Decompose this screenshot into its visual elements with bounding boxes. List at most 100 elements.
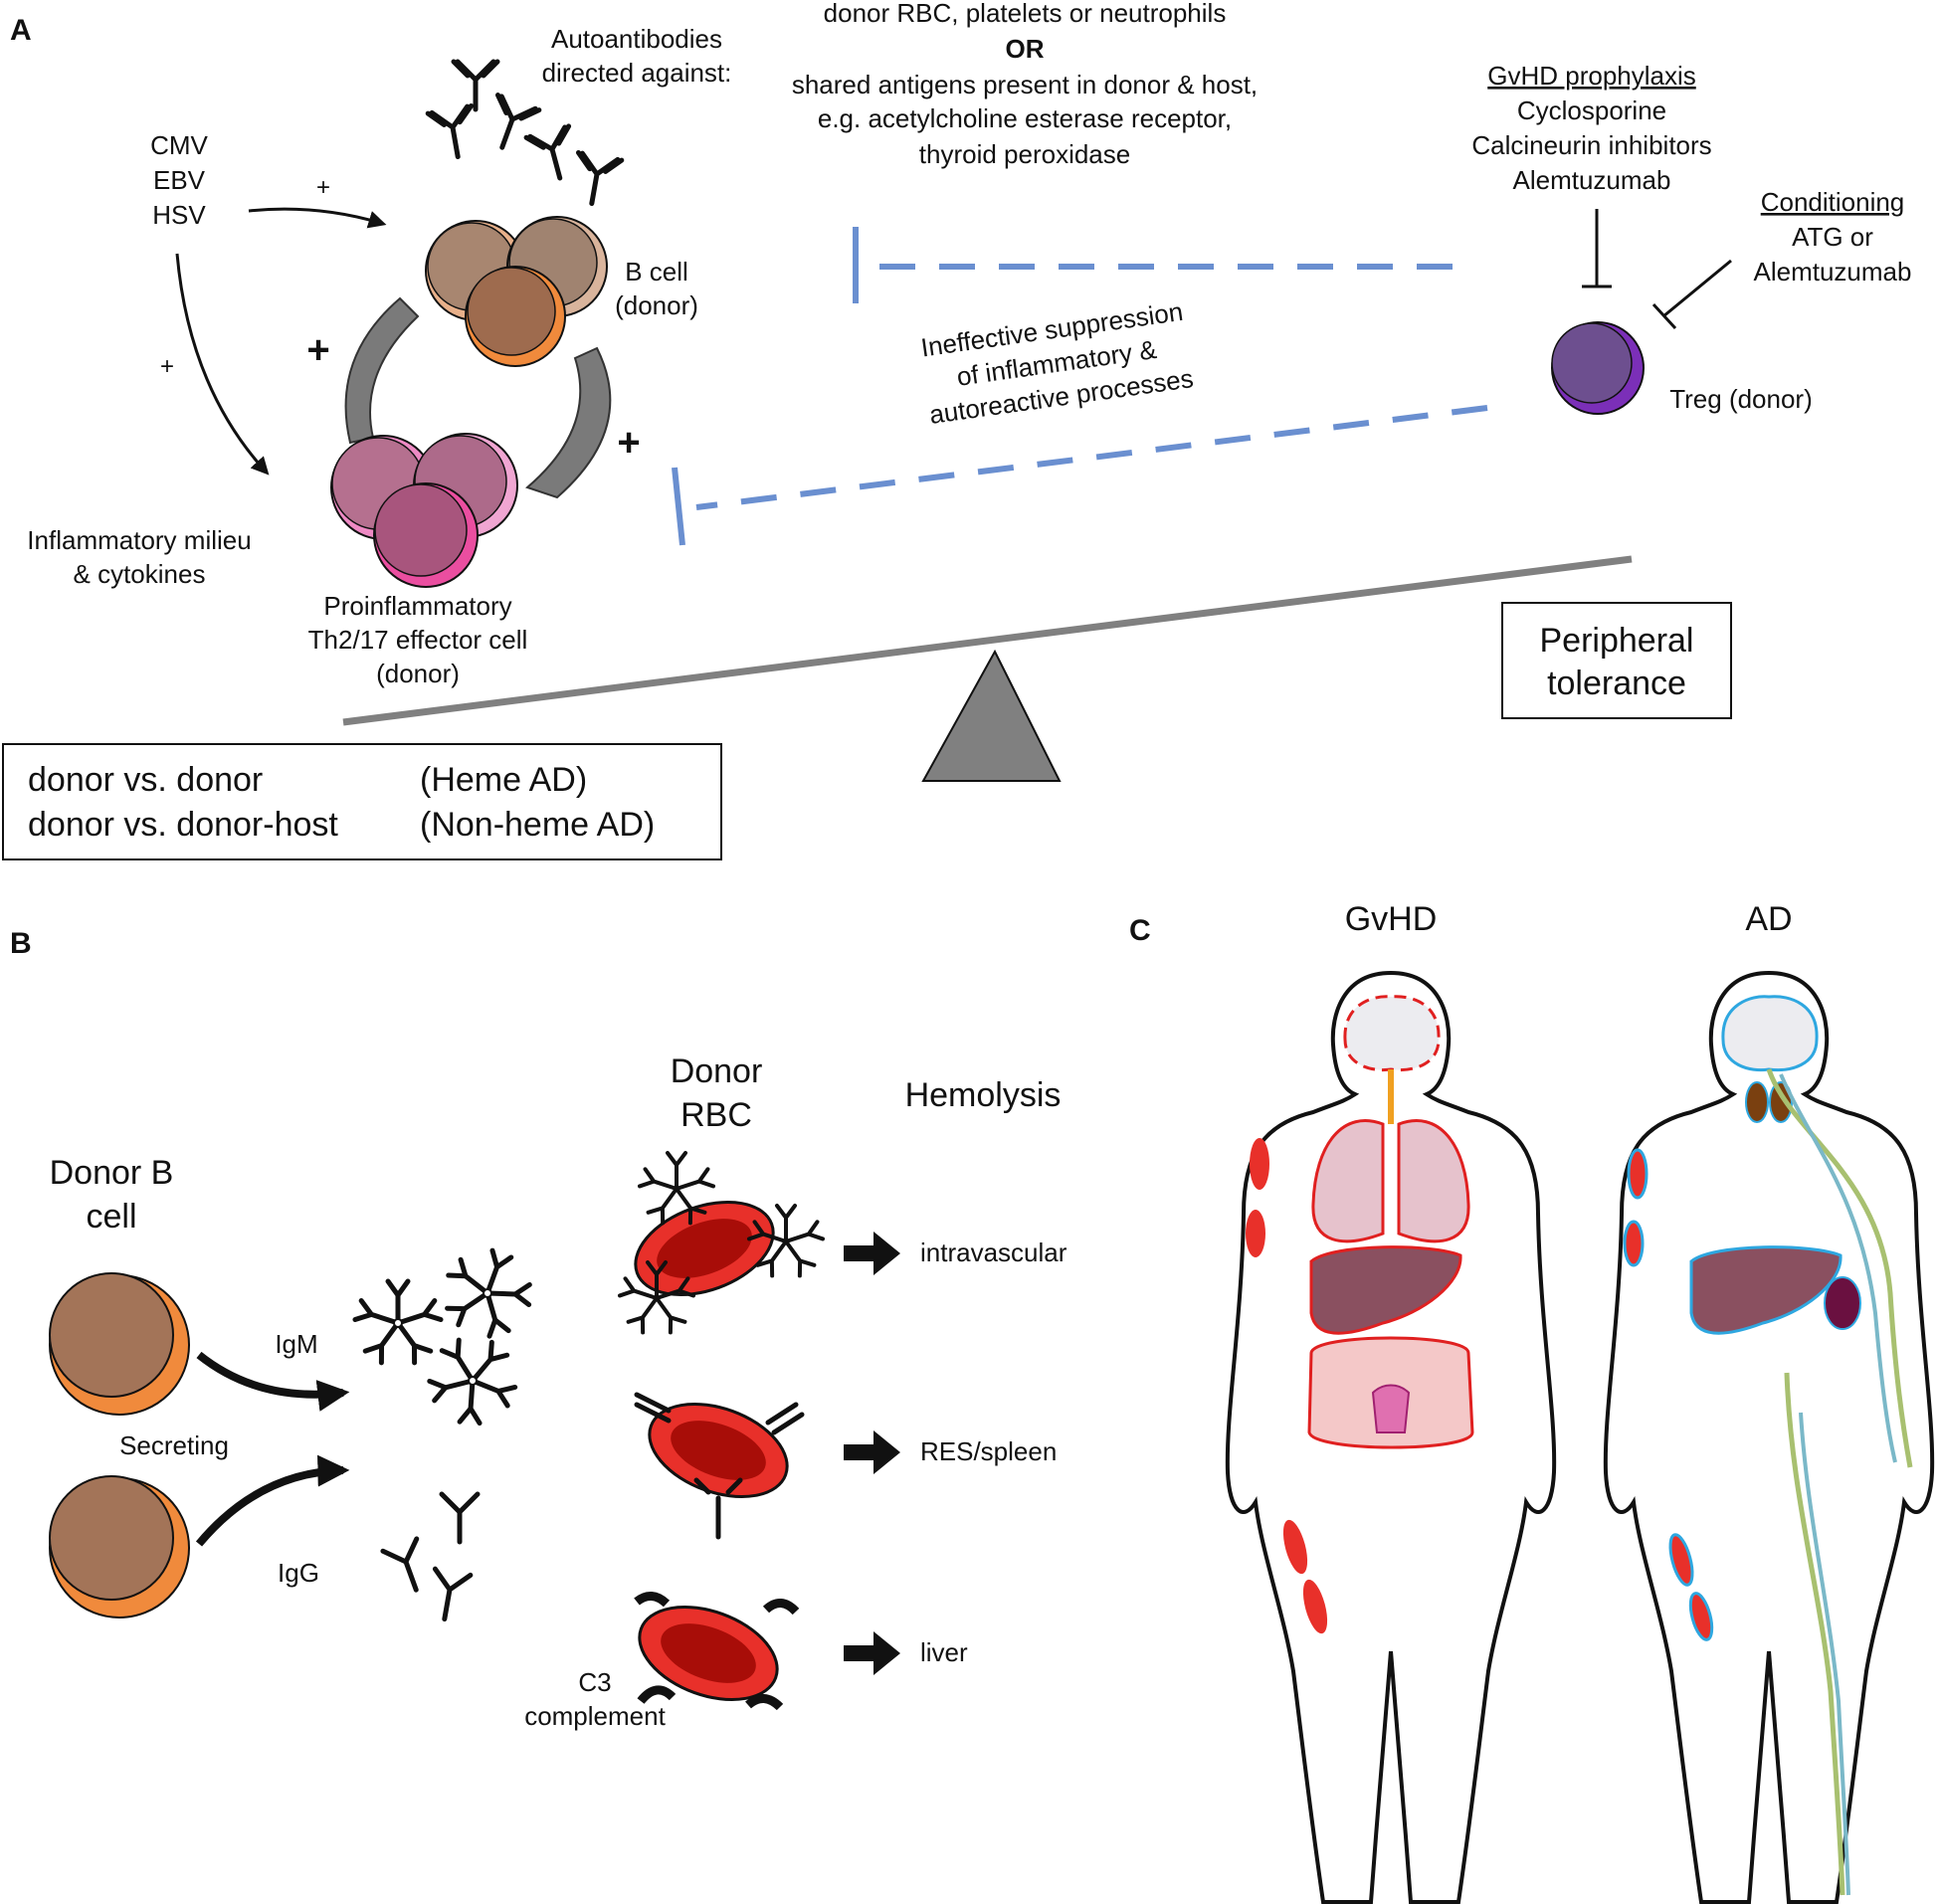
antigens-line2: shared antigens present in donor & host, [792,70,1258,99]
prophylaxis-inhibit-line [1582,209,1612,288]
nerve-icon [1766,1068,1913,1468]
virus-to-th-arrow [175,253,270,476]
skin-lesion-icon [1250,1138,1269,1190]
liver-icon [1309,1245,1462,1335]
thyroid-icon [1745,1081,1769,1123]
donor-rbc-line1: Donor [671,1052,763,1090]
outcome-arrow-icon [844,1232,900,1275]
gvhd-prophylaxis-item-3: Alemtuzumab [1513,165,1671,195]
conditioning-inhibit-line [1651,259,1732,330]
virus-hsv: HSV [152,200,206,230]
igm-pentamer-group [352,1247,532,1427]
igm-pentamer-icon [352,1278,444,1366]
brain-icon [1343,995,1441,1072]
gvhd-prophylaxis-title: GvHD prophylaxis [1487,61,1696,91]
nerve-icon [1799,1412,1850,1896]
rbc-igg-coated [634,1392,805,1540]
peripheral-tolerance-box [1501,602,1732,719]
c3-fragment-icon [634,1592,671,1608]
ad-title: AD [1745,900,1792,938]
gvhd-prophylaxis-item-2: Calcineurin inhibitors [1471,130,1711,160]
c3-fragment-icon [762,1599,800,1616]
conditioning-item-2: Alemtuzumab [1754,257,1912,286]
milieu-label-line1: Inflammatory milieu [27,525,251,555]
nerve-icon [1779,1073,1897,1463]
igg-antibody-icon [432,1566,474,1622]
skin-lesion-icon [1688,1592,1714,1641]
c3-label-line2: complement [524,1701,666,1731]
autoantibodies-title-line2: directed against: [542,58,732,88]
b-cell-label-line1: B cell [625,257,688,286]
antibody-icon [523,123,572,181]
skin-lesion-icon [1246,1210,1265,1257]
skin-lesion-icon [1668,1533,1694,1587]
gvhd-title: GvHD [1345,900,1438,938]
cycle-arrow-right [525,346,612,499]
legend-row2-right: (Non-heme AD) [420,806,655,844]
virus-to-bcell-arrow [248,207,387,229]
seesaw-fulcrum [921,649,1062,782]
igg-group [380,1491,481,1622]
virus-th-plus: + [160,353,174,380]
antibody-icon [494,93,542,150]
antibody-cluster-a [425,59,625,207]
th-cell-label-line3: (donor) [376,659,460,688]
igm-arrow [196,1351,350,1412]
igg-antibody-icon [439,1491,481,1545]
outcome-liver: liver [920,1637,968,1667]
ad-body [1603,970,1935,1904]
igg-antibody-icon [380,1536,420,1593]
donor-rbc-line2: RBC [680,1096,752,1134]
virus-cmv: CMV [150,130,208,160]
conditioning-title: Conditioning [1761,187,1905,217]
igm-pentamer-icon [617,1260,696,1335]
c3-label-line1: C3 [578,1667,611,1697]
skin-lesion-icon [1627,1148,1649,1200]
rbc-igm-coated [617,1151,826,1335]
milieu-label-line2: & cytokines [74,559,206,589]
skin-lesion-icon [1623,1220,1645,1267]
th-cell-cluster [330,433,518,588]
gvhd-body [1225,970,1557,1904]
peripheral-tolerance-line1: Peripheral [1540,622,1694,660]
outcome-arrow-icon [844,1430,900,1474]
b-cell-label-line2: (donor) [615,290,698,320]
skin-lesion-icon [1302,1579,1328,1634]
liver-icon [1689,1245,1843,1335]
secreting-label: Secreting [119,1430,229,1460]
igg-arrow [195,1454,350,1547]
seesaw-beam [342,555,1633,726]
lung-icon [1311,1119,1385,1243]
panel-a: A Autoantibodies directed against: donor… [2,0,1912,860]
antigens-line1: donor RBC, platelets or neutrophils [824,0,1227,28]
virus-ebv: EBV [153,165,206,195]
c3-fragment-icon [637,1685,677,1704]
antigens-line4: thyroid peroxidase [919,139,1130,169]
cycle-arrow-left [344,296,420,445]
th-cell-label-line1: Proinflammatory [323,591,511,621]
lung-icon [1397,1119,1470,1243]
cycle-plus-left: + [306,328,329,372]
antigens-or: OR [1006,34,1045,64]
inhibit-bar-lower [672,467,685,546]
igm-label: IgM [275,1329,317,1359]
spleen-icon [1824,1276,1861,1330]
igm-pentamer-icon [445,1247,532,1339]
virus-bcell-plus: + [316,174,330,201]
outcome-arrow-icon [844,1631,900,1675]
nerve-icon [1784,1372,1845,1896]
donor-b-cell-line2: cell [86,1198,136,1236]
skin-lesion-icon [1282,1519,1308,1575]
outcome-res-spleen: RES/spleen [920,1436,1057,1466]
legend-row1-right: (Heme AD) [420,761,587,799]
conditioning-item-1: ATG or [1792,222,1873,252]
th-cell-label-line2: Th2/17 effector cell [308,625,528,655]
outcome-intravascular: intravascular [920,1238,1067,1267]
rbc-c3-coated [634,1592,800,1711]
autoantibodies-title-line1: Autoantibodies [551,24,722,54]
uterus-icon [1371,1384,1411,1433]
thyroid-icon [1769,1081,1793,1123]
treg-label: Treg (donor) [1669,384,1813,414]
igm-pentamer-icon [427,1337,518,1427]
